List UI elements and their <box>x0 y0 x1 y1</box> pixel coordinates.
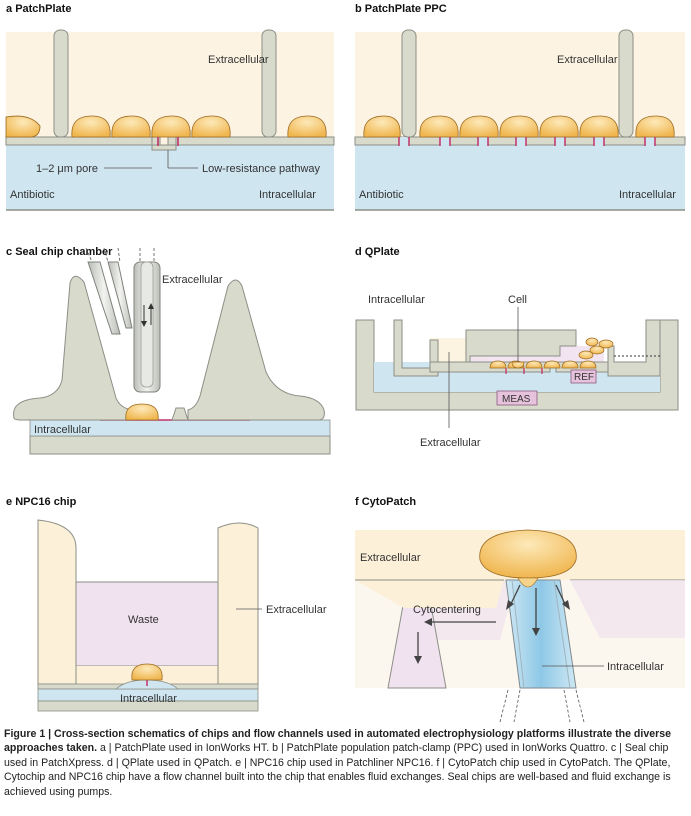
panel-d-intracellular-label: Intracellular <box>368 294 425 306</box>
panel-b-antibiotic-label: Antibiotic <box>359 189 404 201</box>
panel-e: e NPC16 chip Waste Extracellular Intrace… <box>6 496 327 712</box>
panel-f: f CytoPatch Extr <box>355 496 685 723</box>
panel-a-wall-left <box>53 29 69 138</box>
panel-d-meas-electrode <box>496 390 538 406</box>
panel-f-intracellular-label: Intracellular <box>607 661 664 673</box>
panel-e-waste-chamber <box>75 581 219 667</box>
caption-body: a | PatchPlate used in IonWorks HT. b | … <box>4 742 671 798</box>
panel-d-label: d QPlate <box>355 246 400 258</box>
panel-a: a PatchPlate Extracellular 1–2 μm pore L… <box>5 3 335 211</box>
figure-diagram: a PatchPlate Extracellular 1–2 μm pore L… <box>5 3 686 723</box>
panel-d-extracellular-label: Extracellular <box>420 437 481 449</box>
panel-a-cells <box>5 115 327 138</box>
panel-e-intracellular-label: Intracellular <box>120 693 177 705</box>
panel-c-pipette <box>85 247 133 335</box>
panel-a-intracellular-label: Intracellular <box>259 189 316 201</box>
panel-c-cell <box>125 403 159 421</box>
panel-e-wall-right <box>217 522 259 685</box>
panel-c-extracellular-label: Extracellular <box>162 274 223 286</box>
panel-d-meas-label: MEAS <box>502 394 531 405</box>
panel-c-label: c Seal chip chamber <box>6 246 113 258</box>
panel-d-cell-label: Cell <box>508 294 527 306</box>
panel-a-wall-right <box>261 29 277 138</box>
panel-e-cell <box>131 663 163 681</box>
panel-b-extracellular-label: Extracellular <box>557 54 618 66</box>
panel-c-tube <box>133 248 161 393</box>
panel-c-wall-left <box>13 275 133 421</box>
panel-c-intracellular-label: Intracellular <box>34 424 91 436</box>
panel-f-label: f CytoPatch <box>355 496 416 508</box>
panel-a-antibiotic-label: Antibiotic <box>10 189 55 201</box>
panel-e-extracellular-label: Extracellular <box>266 604 327 616</box>
panel-e-wall-left <box>37 519 77 685</box>
panel-d-ref-electrode <box>570 369 597 384</box>
caption-head: Figure 1 | Cross-section schematics of c… <box>4 728 672 755</box>
panel-c: c Seal chip chamber <box>6 246 331 455</box>
figure-caption: Figure 1 | Cross-section schematics of c… <box>4 727 688 799</box>
panel-b-cells <box>363 115 675 138</box>
panel-b-label: b PatchPlate PPC <box>355 3 447 15</box>
panel-f-cytocentering-label: Cytocentering <box>413 604 481 616</box>
panel-d-lid <box>465 329 577 363</box>
panel-b-intracellular-label: Intracellular <box>619 189 676 201</box>
panel-a-pore-label: 1–2 μm pore <box>36 163 98 175</box>
panel-c-wall-right <box>187 279 325 421</box>
panel-a-extracellular-label: Extracellular <box>208 54 269 66</box>
panel-a-pathway-label: Low-resistance pathway <box>202 163 321 175</box>
panel-e-base <box>37 700 259 712</box>
panel-a-intracellular-bg <box>6 145 334 210</box>
panel-f-extracellular-label: Extracellular <box>360 552 421 564</box>
panel-b-wall-right <box>618 29 634 138</box>
panel-f-cell <box>479 529 577 579</box>
panel-a-label: a PatchPlate <box>6 3 71 15</box>
panel-d-cells <box>489 337 614 369</box>
panel-d: d QPlate <box>355 246 679 449</box>
panel-c-base <box>29 435 331 455</box>
panel-e-waste-label: Waste <box>128 614 159 626</box>
panel-b: b PatchPlate PPC <box>354 3 686 211</box>
panel-d-ref-label: REF <box>574 372 594 383</box>
panel-e-label: e NPC16 chip <box>6 496 77 508</box>
panel-b-wall-left <box>401 29 417 138</box>
